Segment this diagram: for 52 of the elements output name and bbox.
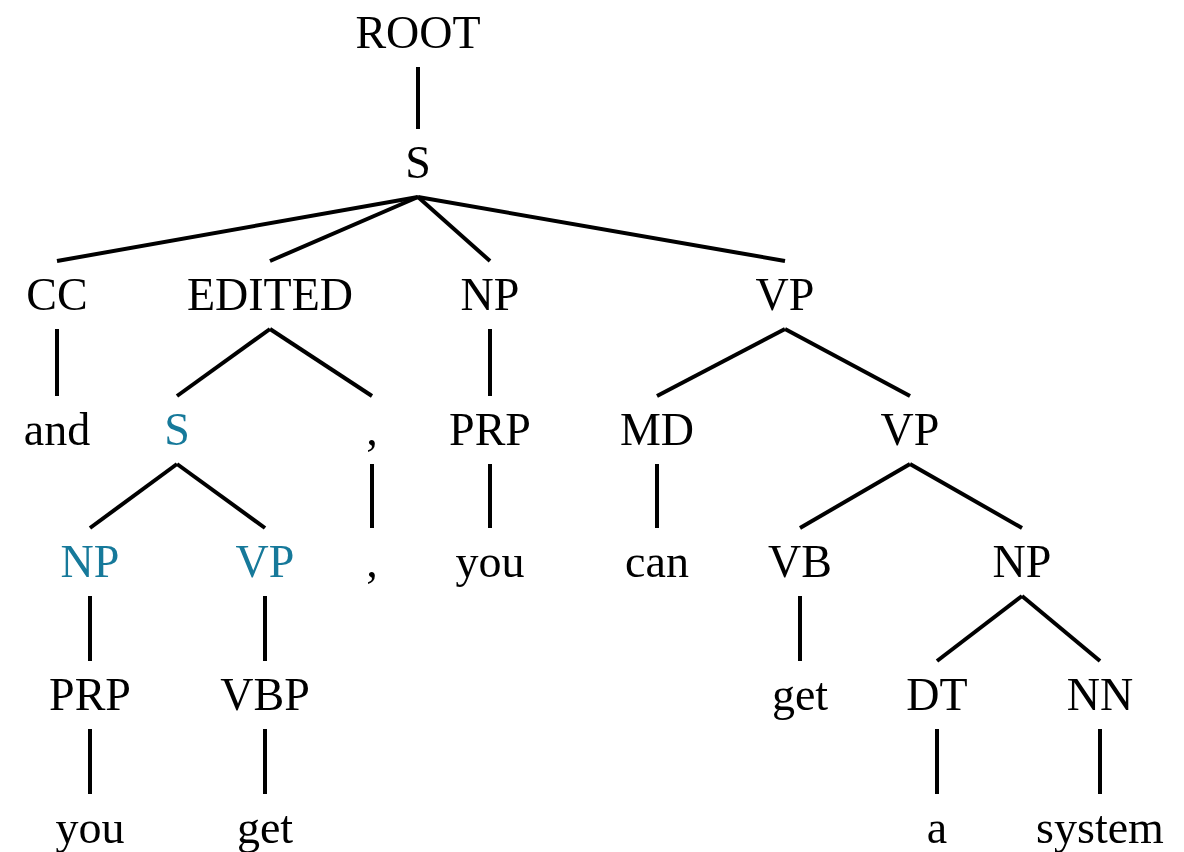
tree-label: , xyxy=(364,396,380,464)
tree-branch xyxy=(88,596,92,661)
tree-branch xyxy=(55,329,59,396)
tree-branch xyxy=(416,67,420,129)
tree-branch xyxy=(88,729,92,794)
tree-label: NP xyxy=(990,528,1054,596)
tree-branch xyxy=(488,464,492,528)
tree-branch xyxy=(909,462,1023,530)
tree-branch xyxy=(175,327,272,398)
tree-label: VBP xyxy=(218,661,312,729)
tree-branch xyxy=(1098,729,1102,794)
tree-label: PRP xyxy=(47,661,133,729)
tree-label: CC xyxy=(24,261,90,329)
tree-label: a xyxy=(924,794,950,852)
tree-label: EDITED xyxy=(184,261,356,329)
tree-branch xyxy=(655,464,659,528)
tree-label: get xyxy=(769,661,831,729)
tree-branch xyxy=(175,462,267,530)
tree-branch xyxy=(417,195,786,263)
tree-branch xyxy=(935,729,939,794)
tree-label: PRP xyxy=(447,396,533,464)
tree-branch xyxy=(416,195,492,263)
tree-branch xyxy=(1020,594,1102,663)
tree-branch xyxy=(935,594,1024,663)
tree-label: can xyxy=(623,528,691,596)
tree-label: MD xyxy=(617,396,697,464)
tree-branch xyxy=(798,596,802,661)
tree-label: VB xyxy=(766,528,834,596)
tree-label: VP xyxy=(233,528,297,596)
tree-label: NP xyxy=(458,261,522,329)
tree-label: you xyxy=(453,528,527,596)
tree-label: S xyxy=(403,129,433,197)
tree-branch xyxy=(488,329,492,396)
tree-branch xyxy=(263,596,267,661)
tree-label: VP xyxy=(878,396,942,464)
tree-branch xyxy=(263,729,267,794)
tree-label: DT xyxy=(904,661,970,729)
tree-branch xyxy=(56,195,419,263)
tree-branch xyxy=(784,327,911,398)
tree-branch xyxy=(799,462,911,530)
tree-branch xyxy=(370,464,374,528)
tree-branch xyxy=(656,327,786,398)
tree-label: VP xyxy=(753,261,817,329)
tree-branch xyxy=(268,327,374,398)
tree-label: and xyxy=(21,396,93,464)
tree-label: NP xyxy=(58,528,122,596)
tree-label: S xyxy=(162,396,192,464)
tree-branch xyxy=(88,462,179,530)
tree-branch xyxy=(269,195,419,263)
tree-label: , xyxy=(364,528,380,596)
tree-label: ROOT xyxy=(353,0,483,67)
tree-label: NN xyxy=(1064,661,1136,729)
